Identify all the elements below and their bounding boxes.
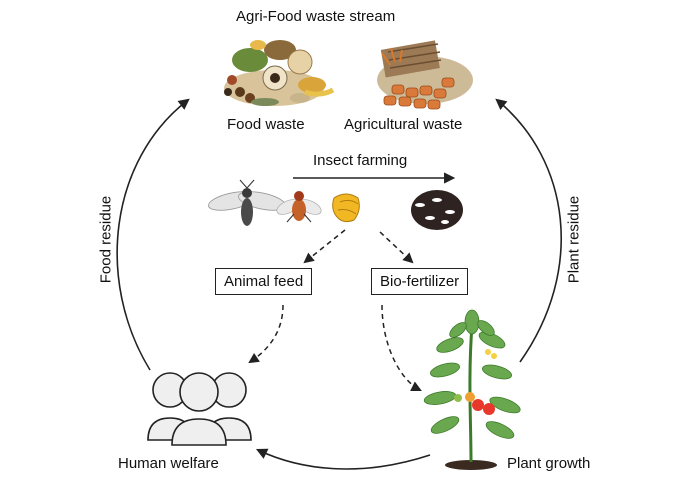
feed-to-human-arrow: [248, 304, 284, 364]
larva-icon: [332, 193, 360, 223]
bio-fertilizer-box: Bio-fertilizer: [371, 268, 469, 295]
diagram-title: Agri-Food waste stream: [236, 8, 396, 25]
food-waste-icon: [224, 40, 335, 106]
plant-growth-label: Plant growth: [507, 455, 591, 472]
people-icon: [147, 372, 252, 446]
fertilizer-to-plant-arrow: [381, 304, 422, 391]
food-residue-label: Food residue: [97, 195, 115, 284]
human-welfare-label: Human welfare: [118, 455, 219, 472]
frass-compost-icon: [411, 190, 463, 230]
larva-to-feed-arrow: [303, 229, 346, 264]
plant-residue-label: Plant residue: [565, 195, 583, 284]
larva-to-fertilizer-arrow: [379, 231, 414, 264]
food-residue-arrow: [116, 98, 190, 371]
agricultural-waste-label: Agricultural waste: [344, 116, 463, 133]
plant-to-human-arrow: [255, 448, 431, 470]
fly-icon: [208, 179, 286, 226]
insect-farming-label: Insect farming: [313, 152, 408, 169]
animal-feed-box: Animal feed: [215, 268, 313, 295]
agricultural-waste-icon: [377, 40, 473, 110]
plant-residue-arrow: [495, 98, 562, 363]
adult-insect-icon: [276, 191, 322, 223]
tomato-plant-icon: [423, 309, 521, 470]
food-waste-label: Food waste: [227, 116, 305, 133]
